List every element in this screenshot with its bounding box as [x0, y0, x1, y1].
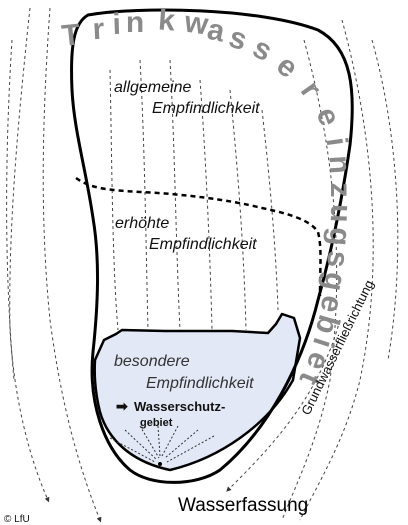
- catchment-title-letter: n: [323, 154, 357, 174]
- catchment-title-letter: k: [157, 3, 176, 37]
- protection-area-label-2: gebiet: [140, 417, 173, 429]
- copyright-label: © LfU: [4, 514, 30, 525]
- catchment-title-letter: e: [310, 103, 347, 130]
- intake-label: Wasserfassung: [178, 495, 308, 516]
- catchment-title-letter: i: [319, 135, 353, 148]
- catchment-title-letter: s: [225, 21, 251, 58]
- catchment-title-letter: r: [294, 75, 328, 104]
- flow-line: [157, 425, 161, 457]
- catchment-title-letter: e: [270, 49, 304, 85]
- flow-line: [124, 429, 158, 461]
- flow-line: [161, 425, 179, 457]
- flow-line: [281, 39, 338, 521]
- flow-line: [166, 435, 215, 463]
- zone-special-line-1: besondere: [114, 353, 190, 370]
- catchment-title-letter: e: [313, 292, 349, 316]
- flow-line: [299, 19, 374, 521]
- zone-general-line-2: Empfindlichkeit: [152, 100, 260, 117]
- catchment-title-letter: n: [126, 6, 144, 39]
- catchment-title-letter: r: [92, 13, 106, 47]
- catchment-title-letter: z: [324, 183, 357, 198]
- catchment-title-letter: s: [320, 249, 355, 270]
- flow-line: [9, 7, 50, 503]
- zone-general-line-1: allgemeine: [114, 79, 191, 96]
- protection-area: [93, 312, 302, 472]
- flow-line: [199, 79, 213, 331]
- groundwater-flow-lines: [6, 7, 399, 523]
- catchment-title-letter: w: [181, 5, 210, 41]
- intake-point: [158, 462, 162, 466]
- flow-line: [109, 437, 156, 463]
- flow-line: [6, 39, 15, 381]
- zone-increased-line-2: Empfindlichkeit: [149, 236, 257, 253]
- flow-line: [169, 59, 181, 331]
- flow-line: [139, 59, 149, 331]
- intake-flow-lines: [109, 425, 215, 463]
- sensitivity-boundary-line: [75, 176, 322, 297]
- zone-increased-line-1: erhöhte: [115, 215, 169, 232]
- protection-area-label-1: Wasserschutz-: [134, 399, 225, 414]
- flow-line: [109, 69, 119, 331]
- flow-line: [229, 89, 247, 331]
- catchment-boundary: [70, 8, 354, 484]
- zone-special-line-2: Empfindlichkeit: [146, 375, 254, 392]
- protection-arrow-icon: ➡: [116, 398, 128, 414]
- flow-line: [261, 109, 279, 311]
- flow-line: [164, 429, 199, 459]
- catchment-title-letter: s: [247, 31, 277, 68]
- catchment-title-letter: u: [324, 204, 358, 223]
- catchment-title-letter: g: [317, 270, 353, 294]
- catchment-title-letter: i: [112, 8, 121, 41]
- catchment-title-letter: a: [204, 13, 227, 49]
- catchment-title-letter: T: [60, 18, 82, 53]
- flow-line: [371, 39, 399, 361]
- catchment-title-letter: g: [322, 226, 356, 247]
